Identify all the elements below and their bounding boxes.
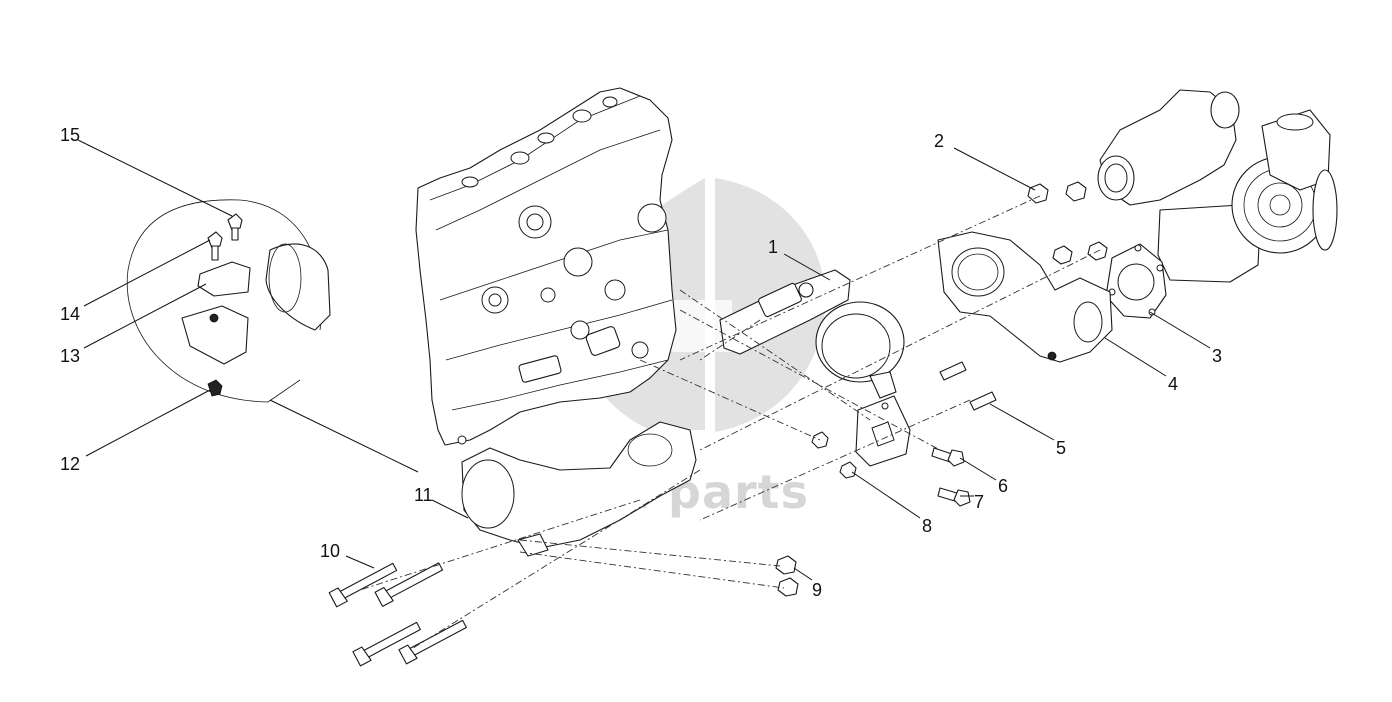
support-bracket — [855, 395, 911, 467]
callout-10: 10 — [320, 541, 340, 561]
engine-block — [415, 87, 677, 446]
callout-3: 3 — [1212, 346, 1222, 366]
part-11-exhaust-pipe — [461, 421, 697, 557]
callout-11: 11 — [414, 485, 433, 505]
callout-12: 12 — [60, 454, 80, 474]
callout-labels: 1 2 3 4 5 6 7 8 9 10 11 12 13 14 15 — [60, 125, 1222, 600]
callout-2: 2 — [934, 131, 944, 151]
part-5-studs — [939, 361, 997, 411]
part-7-bolt — [937, 487, 971, 507]
callout-15: 15 — [60, 125, 80, 145]
callout-6: 6 — [998, 476, 1008, 496]
callout-13: 13 — [60, 346, 80, 366]
part-1-clamp — [719, 269, 905, 399]
part-2-nuts — [1027, 181, 1108, 265]
part-10-long-bolts — [328, 562, 467, 667]
part-4-exhaust-elbow — [937, 231, 1113, 363]
callout-9: 9 — [812, 580, 822, 600]
turbocharger — [1097, 89, 1338, 283]
callout-7: 7 — [974, 492, 984, 512]
part-3-gasket — [1105, 243, 1167, 319]
callout-4: 4 — [1168, 374, 1178, 394]
part-9-bolts — [775, 555, 799, 597]
callout-5: 5 — [1056, 438, 1066, 458]
callout-1: 1 — [768, 237, 778, 257]
callout-8: 8 — [922, 516, 932, 536]
part-6-bolt — [931, 447, 965, 467]
detail-view — [126, 199, 331, 403]
callout-14: 14 — [60, 304, 80, 324]
leader-lines — [77, 139, 1211, 581]
assembly-lines — [359, 195, 1101, 651]
